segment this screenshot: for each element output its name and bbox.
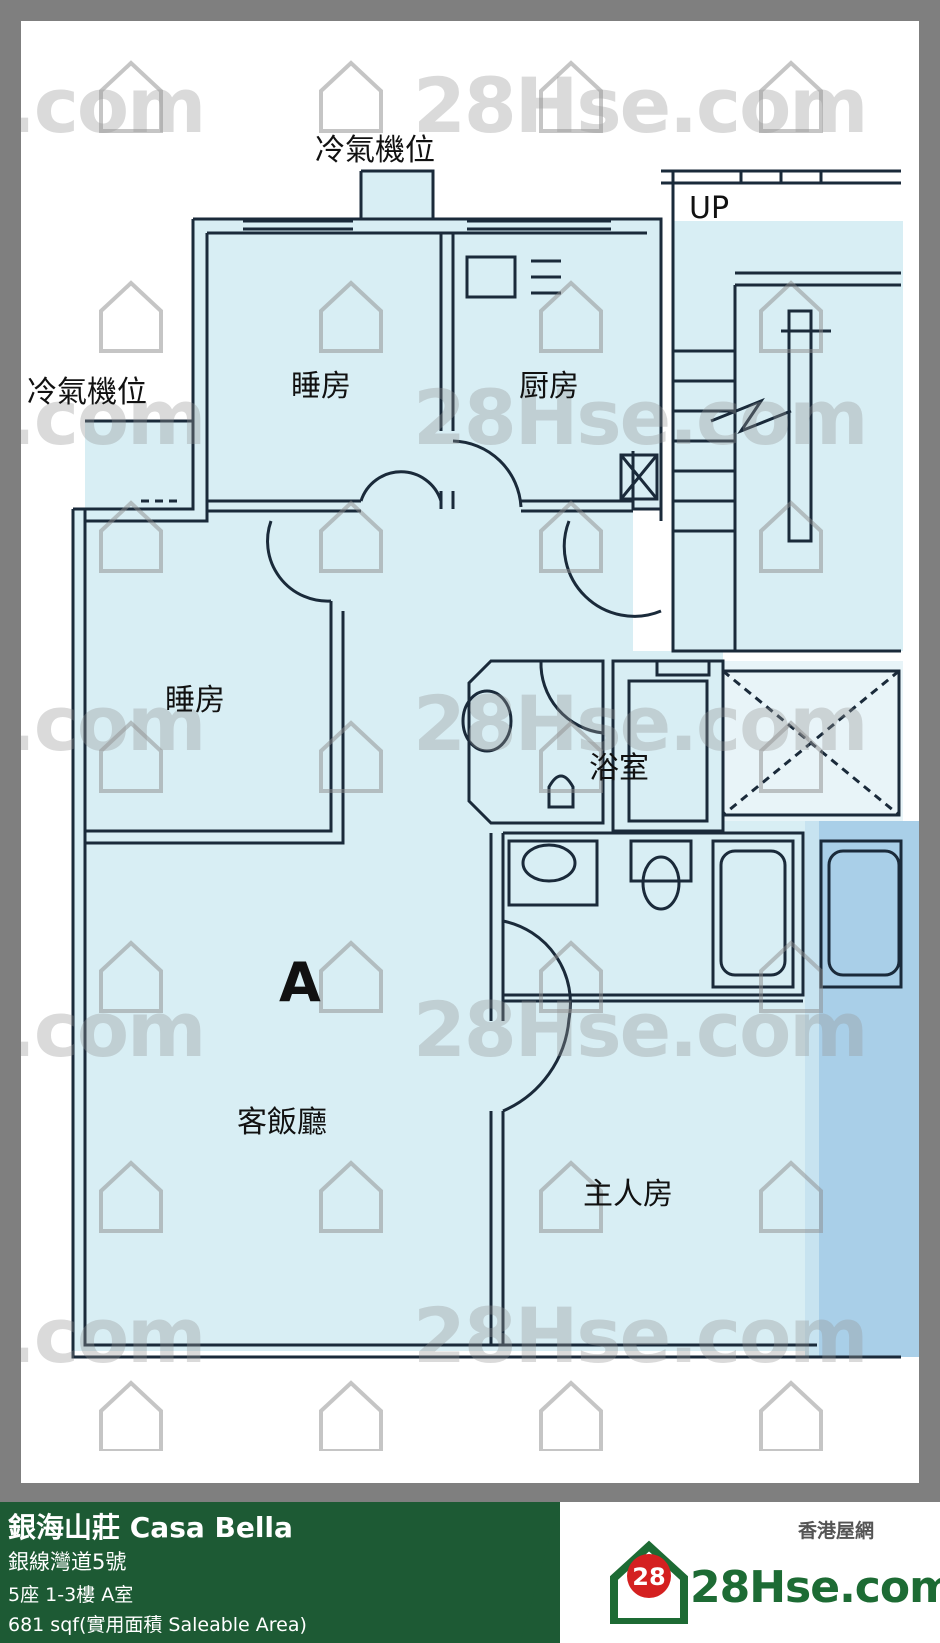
living-dining-label: 客飯廳 <box>237 1105 327 1140</box>
house-logo-icon: 28 <box>610 1540 688 1624</box>
watermark-fragment: .com <box>21 373 206 462</box>
watermark-layer <box>99 60 823 1451</box>
watermark-fragment: .com <box>21 985 206 1074</box>
kitchen-label: 厨房 <box>519 369 579 404</box>
stair-up-label: UP <box>689 191 730 226</box>
bedroom-top-label: 睡房 <box>291 369 351 404</box>
brand-name: 28Hse.com <box>690 1562 940 1613</box>
brand-subtitle: 香港屋網 <box>798 1520 875 1542</box>
watermark-site-text: 28Hse.com <box>413 985 868 1074</box>
ac-unit-label-left: 冷氣機位 <box>27 375 147 410</box>
watermark-fragment: .com <box>21 1291 206 1380</box>
listing-footer: 銀海山莊 Casa Bella 銀線灣道5號 5座 1-3樓 A室 681 sq… <box>0 1502 940 1643</box>
watermark-fragment: .com <box>21 679 206 768</box>
street-address: 銀線灣道5號 <box>8 1550 127 1574</box>
bathroom-label: 浴室 <box>589 751 649 786</box>
footer-band-slant <box>520 1502 560 1643</box>
watermark-site-text: 28Hse.com <box>413 373 868 462</box>
master-bedroom-label: 主人房 <box>583 1177 673 1212</box>
saleable-area: 681 sqf(實用面積 Saleable Area) <box>8 1614 307 1636</box>
bedroom-left-label: 睡房 <box>165 683 225 718</box>
unit-info: 5座 1-3樓 A室 <box>8 1584 134 1606</box>
footer-info-band: 銀海山莊 Casa Bella 銀線灣道5號 5座 1-3樓 A室 681 sq… <box>0 1502 560 1643</box>
watermark-site-text: 28Hse.com <box>413 679 868 768</box>
watermark-site-text: 28Hse.com <box>413 61 868 150</box>
floor-plan: 28Hse.com 28Hse.com 28Hse.com 28Hse.com … <box>21 21 919 1483</box>
brand-badge-text: 28 <box>632 1563 665 1591</box>
unit-letter: A <box>279 951 321 1014</box>
watermark-fragment: .com <box>21 61 206 150</box>
watermark-site-text: 28Hse.com <box>413 1291 868 1380</box>
ac-unit-label-top: 冷氣機位 <box>315 133 435 168</box>
estate-title: 銀海山莊 Casa Bella <box>8 1511 293 1544</box>
